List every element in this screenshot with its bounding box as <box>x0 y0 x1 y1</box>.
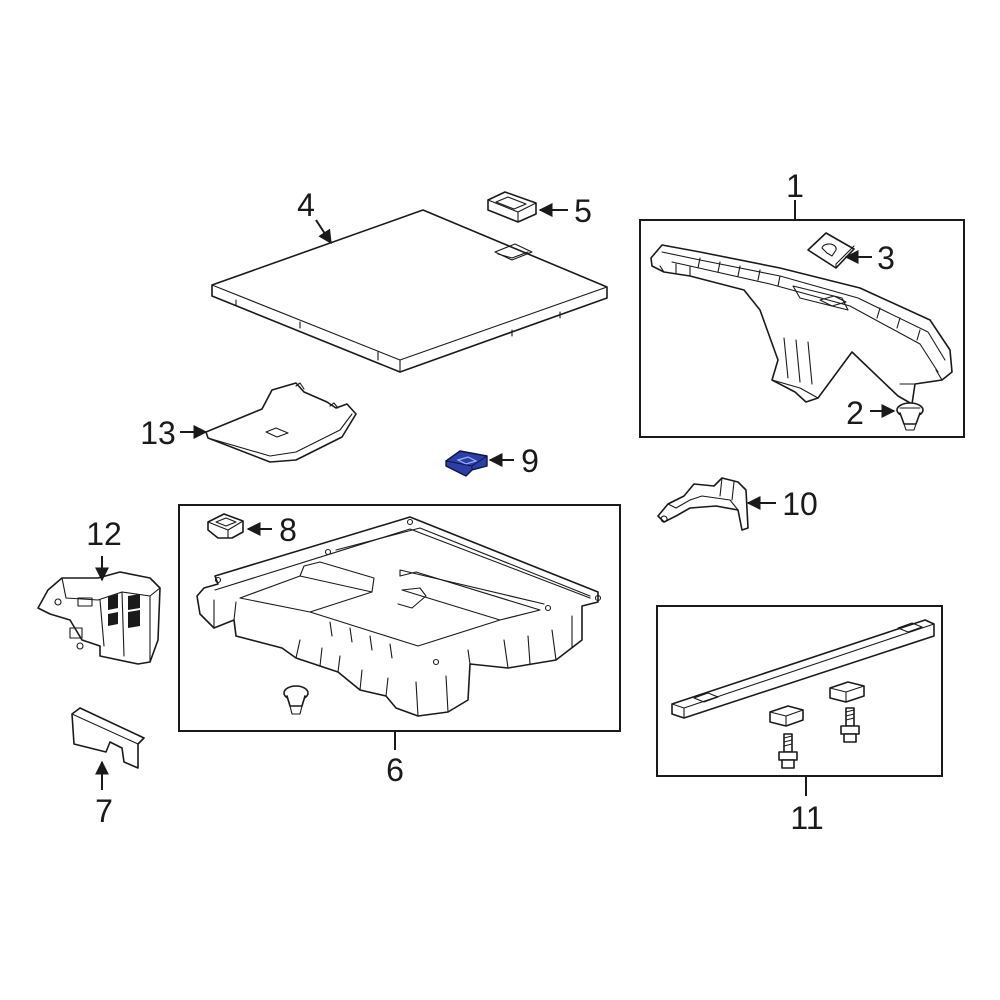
callout-1: 1 <box>786 168 804 204</box>
part-11-bolt-left[interactable] <box>778 733 798 769</box>
part-8-clip[interactable] <box>207 513 244 539</box>
callout-11: 11 <box>790 800 823 836</box>
part-10-bracket[interactable] <box>657 477 749 531</box>
callout-7: 7 <box>95 793 113 829</box>
part-1-rear-sill-trim[interactable] <box>650 244 953 405</box>
callout-2: 2 <box>846 395 864 431</box>
part-6-storage-tray[interactable] <box>196 516 602 717</box>
part-7-cover-panel[interactable] <box>71 707 145 769</box>
part-11-clip-right[interactable] <box>829 681 865 703</box>
part-4-cargo-floor-panel[interactable] <box>211 209 608 373</box>
part-3-grommet[interactable] <box>807 232 855 269</box>
callout-12: 12 <box>86 516 122 552</box>
part-2-push-pin[interactable] <box>896 402 924 431</box>
part-11-rail[interactable] <box>671 619 935 719</box>
callout-8: 8 <box>279 512 297 548</box>
callout-3: 3 <box>877 240 895 276</box>
leader-4 <box>315 219 332 245</box>
callout-9: 9 <box>521 443 539 479</box>
callout-6: 6 <box>386 752 404 788</box>
callout-5: 5 <box>574 193 592 229</box>
callout-13: 13 <box>140 415 176 451</box>
part-11-clip-left[interactable] <box>769 705 804 727</box>
group-box-11 <box>656 605 943 777</box>
part-11-bolt-right[interactable] <box>840 707 860 743</box>
callout-labels: 1 2 3 4 5 6 7 8 9 10 11 12 13 <box>86 168 895 836</box>
part-12-bracket-assembly[interactable] <box>37 571 161 665</box>
part-5-clip[interactable] <box>487 191 537 223</box>
group-box-6 <box>178 504 621 732</box>
part-13-access-panel[interactable] <box>205 382 357 463</box>
part-6-push-pin[interactable] <box>283 685 309 715</box>
part-9-retainer-clip-highlighted[interactable] <box>445 450 488 477</box>
group-box-1 <box>639 219 965 438</box>
leader-arrows <box>95 200 896 796</box>
callout-10: 10 <box>782 486 818 522</box>
callout-4: 4 <box>297 187 315 223</box>
